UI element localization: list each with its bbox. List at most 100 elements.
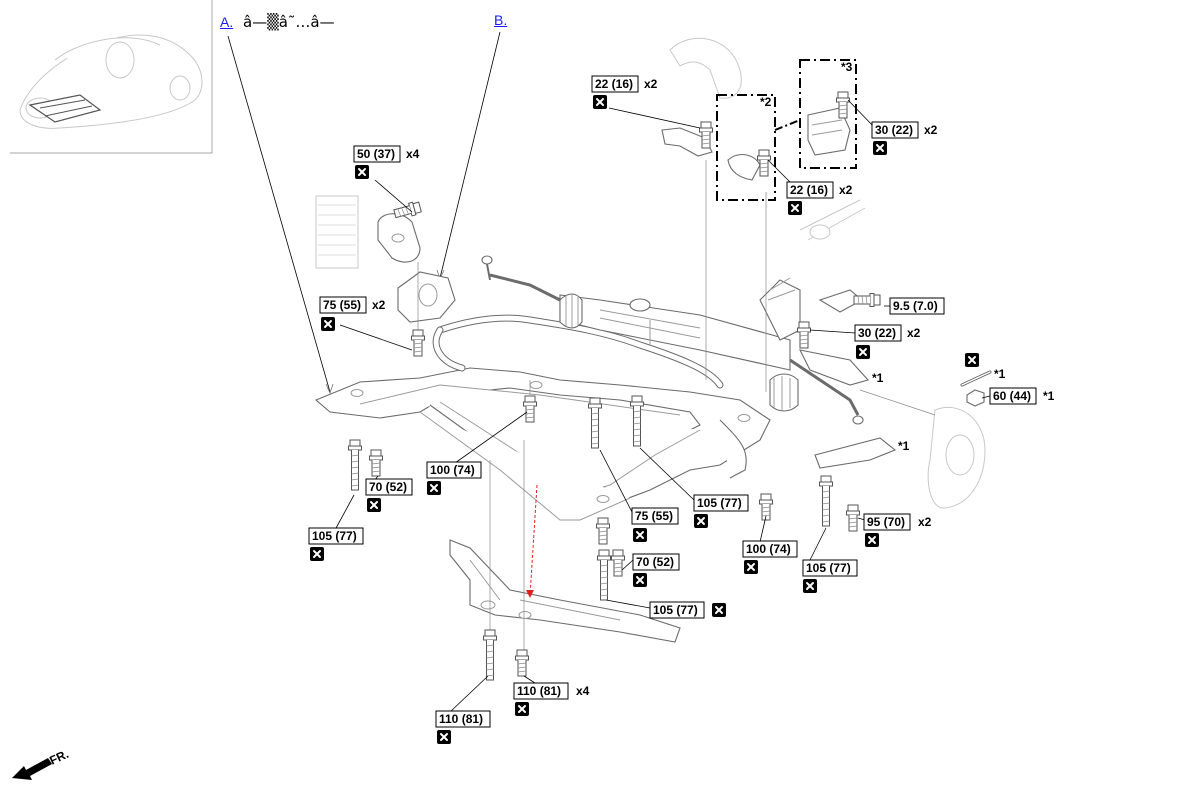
callout-a-text: â—▒â˜…â—	[243, 13, 335, 31]
svg-text:100 (74): 100 (74)	[430, 463, 475, 477]
torque-label-105-left: 105 (77)	[308, 527, 364, 562]
torque-label-95: 95 (70) x2	[863, 513, 932, 548]
castle-nut	[966, 389, 985, 407]
front-direction-arrow: FR.	[12, 747, 71, 780]
non-reusable-icon	[787, 200, 803, 216]
torque-label-100-right: 100 (74)	[742, 540, 798, 575]
callout-a-leader	[227, 35, 334, 395]
svg-text:60 (44): 60 (44)	[993, 389, 1031, 403]
cotter-pin	[960, 370, 992, 387]
svg-text:*1: *1	[1043, 389, 1055, 403]
non-reusable-icon	[514, 701, 530, 717]
non-reusable-icon	[354, 164, 370, 180]
non-reusable-icon	[592, 94, 608, 110]
non-reusable-icon	[320, 316, 336, 332]
svg-text:75 (55): 75 (55)	[323, 298, 361, 312]
svg-text:110 (81): 110 (81)	[439, 712, 483, 726]
torque-label-9-5: 9.5 (7.0)	[889, 297, 945, 315]
svg-text:x2: x2	[907, 326, 921, 340]
non-reusable-icon	[743, 559, 759, 575]
callout-b-leader	[436, 31, 501, 281]
front-lower-arm	[449, 539, 681, 643]
assembly-guide-lines	[417, 160, 767, 652]
torque-label-30-a: 30 (22) x2	[871, 121, 938, 156]
knuckle-leader	[859, 389, 936, 416]
sensor-bracket-2	[716, 94, 776, 201]
vehicle-locator-inset	[10, 0, 213, 154]
torque-label-70-left: 70 (52)	[365, 478, 413, 513]
bolt-long-arm1	[483, 629, 497, 681]
non-reusable-icon	[711, 602, 727, 618]
bolt-engine-mount	[392, 200, 423, 221]
bolt-long-right	[819, 475, 833, 527]
non-reusable-icon	[366, 497, 382, 513]
bolt-70-center	[611, 549, 625, 577]
non-reusable-icon	[693, 513, 709, 529]
non-reusable-icon	[855, 344, 871, 360]
svg-text:22 (16): 22 (16)	[595, 77, 633, 91]
svg-text:x2: x2	[918, 515, 932, 529]
svg-text:x2: x2	[924, 123, 938, 137]
note-star2: *2	[760, 95, 772, 109]
ghost-knuckle	[927, 406, 986, 509]
torque-label-100-left: 100 (74)	[426, 461, 482, 496]
label-leaders	[334, 99, 991, 713]
bolt-70-left	[369, 449, 383, 477]
torque-label-105-right: 105 (77)	[802, 559, 858, 594]
svg-text:105 (77): 105 (77)	[312, 529, 357, 543]
engine-mount-bracket	[377, 213, 456, 323]
svg-text:x2: x2	[372, 298, 386, 312]
ghost-steering-shaft	[799, 199, 866, 241]
svg-text:22 (16): 22 (16)	[790, 183, 828, 197]
svg-text:x2: x2	[839, 183, 853, 197]
svg-text:70 (52): 70 (52)	[636, 555, 674, 569]
bolt-long-left	[348, 439, 362, 491]
steering-gear-assembly	[481, 255, 864, 425]
svg-text:50 (37): 50 (37)	[357, 147, 395, 161]
torque-label-60: 60 (44) *1	[989, 387, 1055, 405]
torque-label-70-center: 70 (52)	[632, 553, 680, 588]
ghost-engine-mount-panel	[315, 195, 359, 269]
torque-label-105-center: 105 (77)	[693, 494, 749, 529]
torque-label-75-left: 75 (55) x2	[319, 296, 386, 332]
bolt-arm2	[515, 649, 529, 677]
svg-text:70 (52): 70 (52)	[369, 480, 407, 494]
stabilizer-bar	[432, 314, 724, 389]
torque-label-110-x4: 110 (81) x4	[513, 682, 590, 717]
svg-text:105 (77): 105 (77)	[653, 603, 698, 617]
torque-label-75-center: 75 (55)	[631, 507, 679, 543]
svg-text:100 (74): 100 (74)	[746, 542, 791, 556]
bolt-mount-lower	[411, 329, 425, 357]
torque-label-50: 50 (37) x4	[353, 145, 420, 180]
torque-label-30-b: 30 (22) x2	[854, 324, 921, 360]
non-reusable-icon	[309, 546, 325, 562]
svg-text:*1: *1	[994, 367, 1006, 381]
note-star3: *3	[841, 60, 853, 74]
non-reusable-icon	[632, 527, 648, 543]
svg-text:105 (77): 105 (77)	[806, 561, 851, 575]
svg-text:95 (70): 95 (70)	[867, 515, 905, 529]
svg-text:9.5 (7.0): 9.5 (7.0)	[893, 299, 938, 313]
svg-text:75 (55): 75 (55)	[635, 509, 673, 523]
torque-label-105-lower: 105 (77)	[649, 601, 727, 619]
note-star1-bracket: *1	[872, 371, 884, 385]
lower-arm-bracket-right	[799, 289, 897, 469]
note-star1-arm: *1	[898, 439, 910, 453]
note-star1-pin: *1	[964, 352, 1006, 381]
non-reusable-icon	[864, 532, 880, 548]
callout-link-b[interactable]: B.	[494, 12, 508, 28]
svg-text:x4: x4	[406, 147, 420, 161]
non-reusable-icon	[436, 729, 452, 745]
torque-label-22-b: 22 (16) x2	[786, 181, 853, 216]
svg-text:30 (22): 30 (22)	[858, 326, 896, 340]
bolt-30-right	[797, 321, 811, 349]
non-reusable-icon	[632, 572, 648, 588]
callout-link-a[interactable]: A.	[220, 14, 234, 30]
non-reusable-icon	[802, 578, 818, 594]
ghost-intercooler-pipe	[669, 37, 742, 99]
sensor-wire-bracket	[661, 127, 713, 157]
bolt-95-right	[846, 504, 860, 532]
bolt-75-center	[596, 517, 610, 545]
svg-text:110 (81): 110 (81)	[517, 684, 561, 698]
